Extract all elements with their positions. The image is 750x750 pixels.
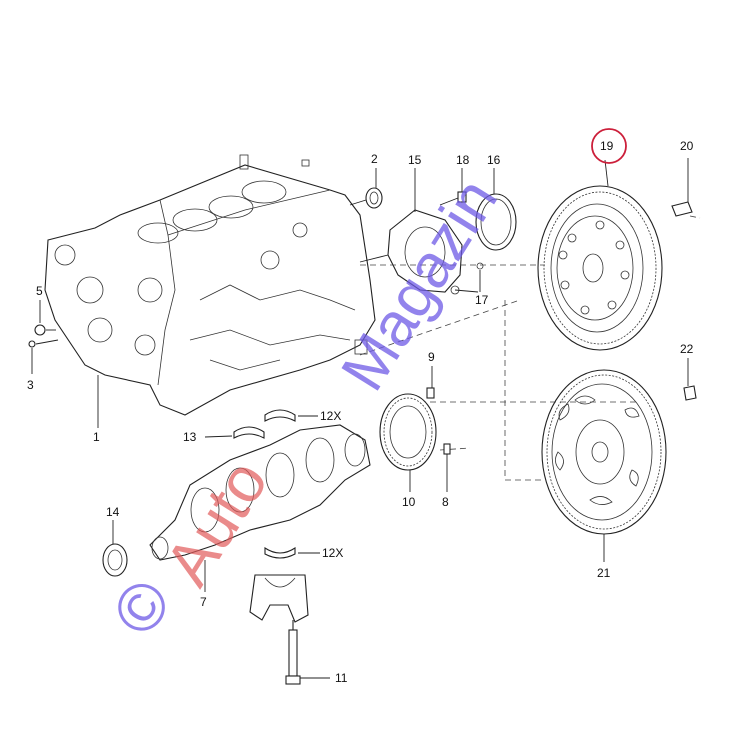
bolt-18 (439, 168, 467, 206)
callout-21: 21 (597, 566, 611, 580)
engine-block (44, 154, 376, 428)
callout-18: 18 (456, 153, 470, 167)
callout-8: 8 (442, 495, 449, 509)
callout-12x-upper: 12X (320, 409, 341, 423)
plug-5 (34, 300, 56, 336)
seal-housing-15 (359, 168, 484, 295)
callout-1: 1 (93, 430, 100, 444)
callout-10: 10 (402, 495, 416, 509)
callout-2: 2 (371, 152, 378, 166)
callout-11: 11 (335, 671, 348, 685)
flywheel-21 (541, 369, 667, 562)
callout-9: 9 (428, 350, 435, 364)
callout-14: 14 (106, 505, 120, 519)
bearing-shell-upper (264, 409, 318, 422)
dual-mass-flywheel-19 (537, 159, 663, 351)
callout-12x-lower: 12X (322, 546, 343, 560)
seal-ring-16 (475, 168, 517, 251)
callout-19: 19 (600, 139, 614, 153)
watermark-copyright-symbol: © (97, 567, 186, 647)
dowel-8 (443, 443, 451, 492)
callout-3: 3 (27, 378, 34, 392)
oil-seal-14 (102, 520, 128, 577)
callout-17: 17 (475, 293, 489, 307)
bearing-shell-lower (264, 546, 320, 559)
highlight-circle (591, 128, 627, 164)
callout-labels: 1 2 3 5 7 8 9 10 11 12X 12X 13 14 15 16 … (27, 139, 694, 685)
seal-2 (349, 168, 383, 209)
reluctor-ring-10 (379, 393, 437, 492)
main-cap-bolt-11 (285, 620, 330, 685)
callout-7: 7 (200, 595, 207, 609)
bolt-3 (28, 339, 59, 374)
callout-16: 16 (487, 153, 501, 167)
callout-15: 15 (408, 153, 422, 167)
main-bearing-cap (249, 574, 309, 623)
callout-13: 13 (183, 430, 197, 444)
bolt-22 (683, 358, 697, 401)
callout-20: 20 (680, 139, 694, 153)
bolt-9 (426, 366, 435, 399)
thrust-bearing-13 (204, 426, 265, 439)
bolt-20 (671, 158, 693, 217)
crankshaft-7 (149, 424, 371, 592)
callout-5: 5 (36, 284, 43, 298)
callout-22: 22 (680, 342, 694, 356)
